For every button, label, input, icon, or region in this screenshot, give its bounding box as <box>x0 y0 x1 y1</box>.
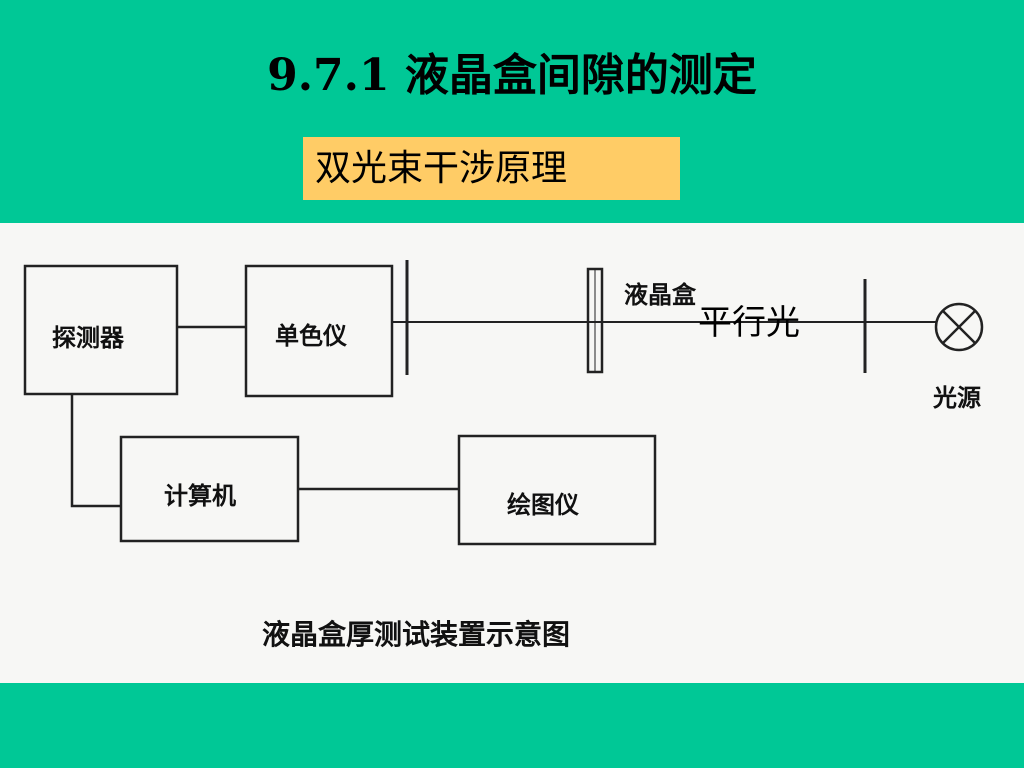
lamp-cross-2 <box>942 310 976 344</box>
lc-cell-label: 液晶盒 <box>624 281 696 309</box>
diagram-caption: 液晶盒厚测试装置示意图 <box>262 618 571 651</box>
monochromator-box <box>244 264 394 398</box>
apparatus-diagram <box>23 260 984 546</box>
slide-title: 9.7.1 液晶盒间隙的测定 <box>267 50 757 101</box>
computer-label: 计算机 <box>164 482 236 510</box>
light-source-lamp <box>934 302 984 352</box>
detector-computer-link <box>70 394 121 508</box>
monochromator-label: 单色仪 <box>275 322 347 350</box>
plotter-label: 绘图仪 <box>507 491 579 519</box>
light-source-label: 光源 <box>933 384 981 412</box>
detector-label: 探测器 <box>52 324 124 352</box>
detector-box <box>23 264 179 396</box>
subtitle-box: 双光束干涉原理 <box>303 137 680 200</box>
parallel-light-label: 平行光 <box>698 303 800 343</box>
figure-panel: 探测器 单色仪 计算机 绘图仪 液晶盒 平行光 光源 液晶盒厚测试装置示意图 <box>0 223 1024 683</box>
